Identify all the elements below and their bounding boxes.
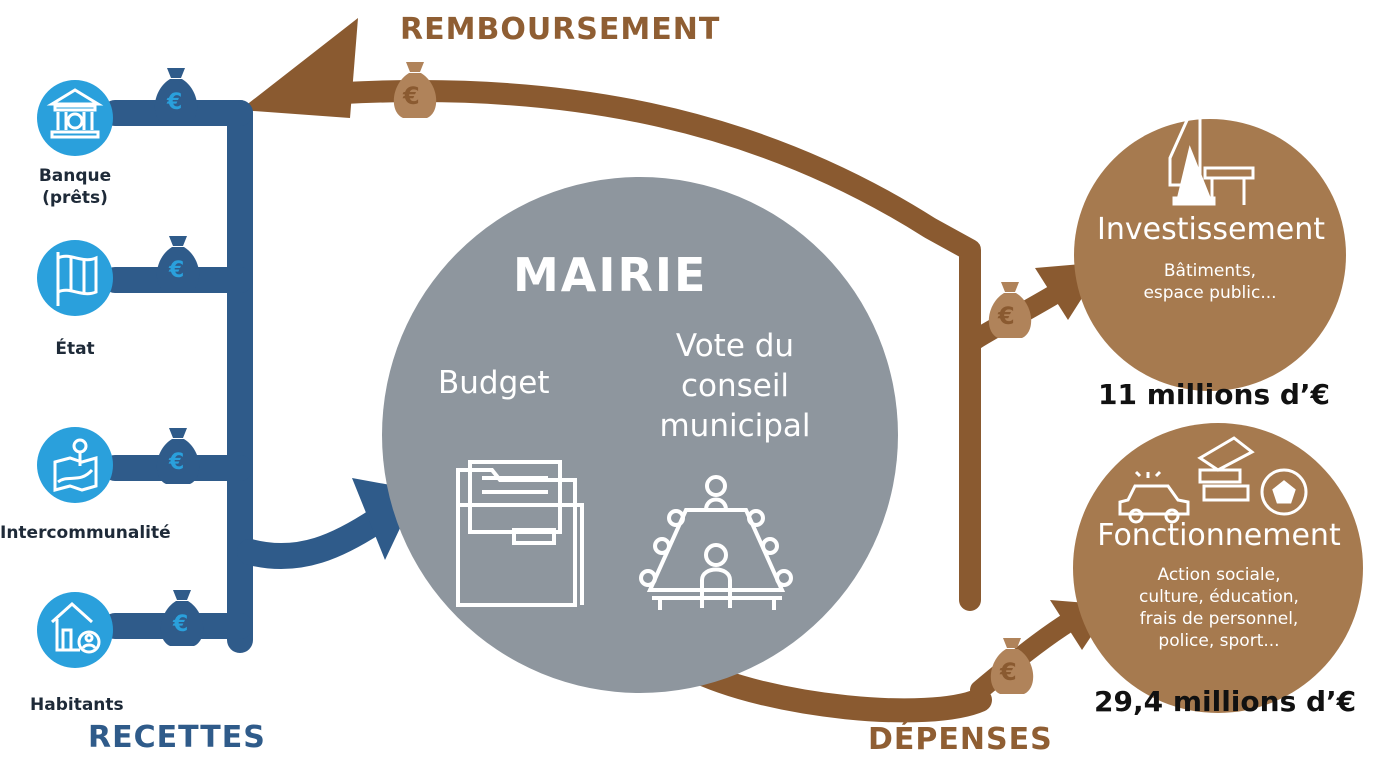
budget-label: Budget [438, 365, 550, 401]
mairie-circle [382, 177, 898, 693]
source-label-residents: Habitants [30, 695, 124, 715]
source-residents [37, 592, 113, 668]
car-books-ball-icon [1118, 436, 1308, 524]
meeting-table-icon [639, 475, 793, 610]
source-label-state: État [55, 339, 95, 359]
investissement-desc-line: espace public... [1143, 283, 1277, 303]
fonctionnement-desc: Action sociale, culture, éducation, frai… [1104, 564, 1334, 652]
investissement-desc-line: Bâtiments, [1163, 261, 1257, 281]
fonctionnement-title: Fonctionnement [1097, 518, 1341, 553]
fonctionnement-circle [1073, 423, 1363, 713]
source-state [37, 240, 113, 316]
road-cone-barrier-icon [1168, 116, 1255, 206]
source-intercommunality [37, 427, 113, 503]
fonctionnement-desc-line: Action sociale, [1157, 565, 1281, 585]
source-bank [37, 80, 113, 156]
vote-label-line: Vote du [675, 328, 795, 364]
recettes-flow [102, 100, 418, 653]
euro-symbol: € [169, 450, 185, 475]
investissement-amount: 11 millions d’€ [1098, 378, 1331, 411]
euro-symbol: € [403, 82, 420, 110]
recettes-label: RECETTES [88, 720, 266, 755]
fonctionnement-desc-line: culture, éducation, [1139, 587, 1299, 607]
remboursement-arrowhead [240, 18, 358, 118]
investissement-title: Investissement [1097, 212, 1325, 247]
investissement-desc: Bâtiments, espace public... [1110, 260, 1310, 304]
map-pin-icon [53, 438, 98, 492]
vote-label: Vote du conseil municipal [640, 326, 830, 446]
vote-label-line: municipal [659, 408, 811, 444]
house-person-icon [50, 601, 101, 654]
fonctionnement-amount: 29,4 millions d’€ [1094, 685, 1357, 718]
source-label-bank: Banque (prêts) [30, 165, 120, 209]
source-label-line: Banque [38, 166, 112, 186]
source-label-line: (prêts) [42, 188, 108, 208]
folder-icon [456, 460, 584, 607]
source-label-intercommunality: Intercommunalité [0, 523, 171, 543]
money-bags-blue [154, 68, 204, 646]
flag-icon [56, 252, 98, 306]
depenses-label: DÉPENSES [868, 722, 1053, 757]
investissement-circle [1074, 116, 1346, 391]
mairie-title: MAIRIE [513, 248, 708, 302]
euro-symbol: € [169, 258, 185, 283]
euro-symbol: € [173, 612, 189, 637]
euro-symbol: € [1000, 658, 1017, 686]
fonctionnement-desc-line: frais de personnel, [1139, 609, 1299, 629]
vote-label-line: conseil [680, 368, 790, 404]
fonctionnement-desc-line: police, sport... [1158, 631, 1280, 651]
euro-symbol: € [998, 302, 1015, 330]
bank-icon [46, 88, 104, 139]
euro-symbol: € [167, 90, 183, 115]
remboursement-label: REMBOURSEMENT [400, 12, 721, 47]
